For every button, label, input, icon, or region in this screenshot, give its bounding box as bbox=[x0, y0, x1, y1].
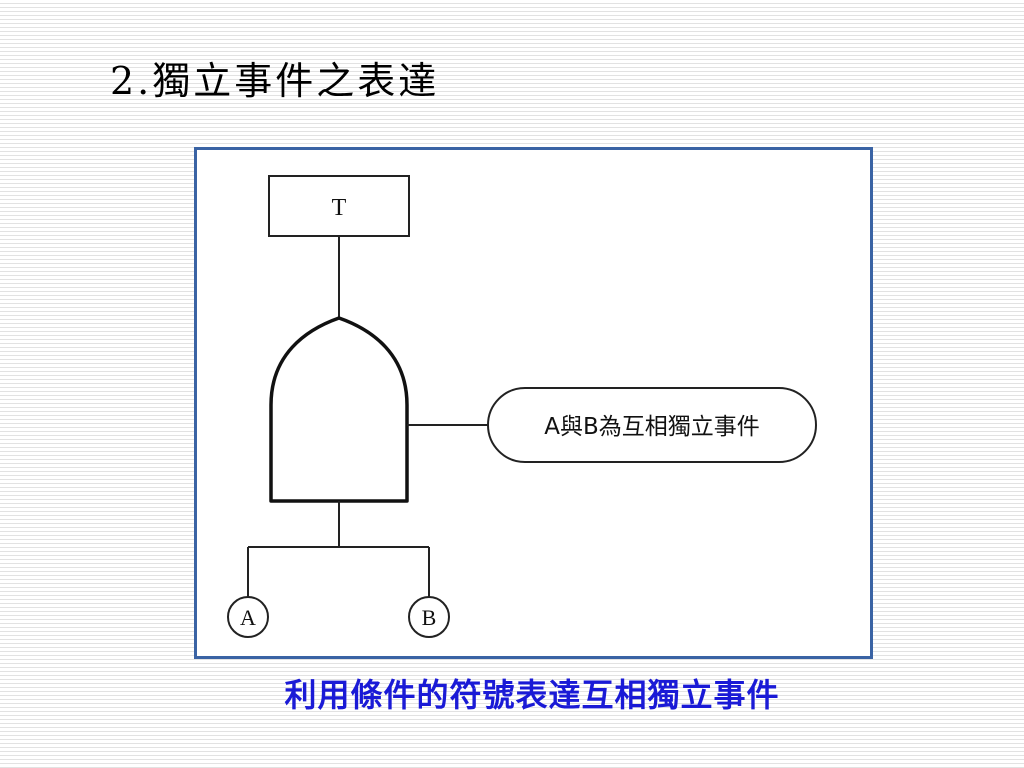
slide-title: 2.獨立事件之表達 bbox=[110, 59, 440, 103]
condition-oval bbox=[487, 387, 817, 463]
condition-label: A與B為互相獨立事件 bbox=[544, 414, 760, 440]
basic-event-a-label: A bbox=[240, 605, 256, 630]
basic-event-b-circle bbox=[408, 596, 450, 638]
basic-event-b-label: B bbox=[422, 605, 437, 630]
top-event-box bbox=[268, 175, 410, 237]
and-gate-shape bbox=[269, 316, 409, 503]
top-event-label: T bbox=[332, 195, 347, 221]
diagram-caption: 利用條件的符號表達互相獨立事件 bbox=[284, 676, 780, 714]
basic-event-a-circle bbox=[227, 596, 269, 638]
